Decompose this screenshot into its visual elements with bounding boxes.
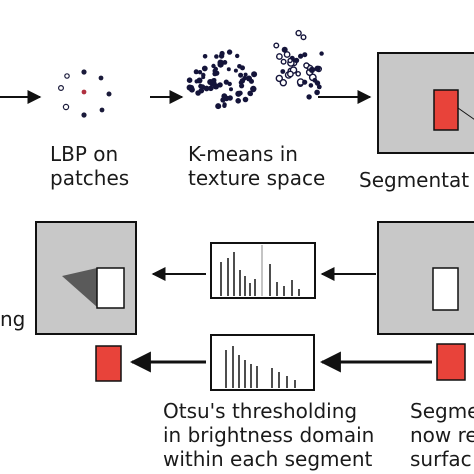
- scatter-point: [226, 49, 233, 55]
- scatter-point: [210, 79, 217, 87]
- scatter-point: [279, 78, 287, 87]
- scatter-point: [202, 54, 208, 59]
- histogram-bars-row2: [220, 252, 300, 296]
- label-line: Otsu's thresholding: [163, 399, 358, 423]
- scatter-point: [302, 52, 308, 58]
- scatter-point: [221, 93, 228, 100]
- scatter-point: [197, 70, 203, 75]
- label-line: texture space: [188, 166, 326, 190]
- scatter-point: [227, 81, 232, 87]
- label-line: within each segment: [163, 447, 373, 471]
- scatter-point: [235, 98, 241, 104]
- scatter-point: [295, 29, 302, 37]
- scatter-point: [250, 85, 257, 93]
- scatter-point: [316, 84, 322, 90]
- scatter-point: [293, 57, 300, 64]
- label-segmentation: Segmentat: [359, 168, 474, 192]
- scatter-point: [189, 86, 195, 93]
- surface-white-segment: [432, 267, 459, 311]
- scatter-point: [196, 77, 203, 84]
- scatter-point: [233, 68, 238, 73]
- scatter-point: [237, 90, 243, 96]
- scatter-point: [287, 57, 293, 64]
- scatter-point: [248, 91, 253, 97]
- scatter-point: [201, 65, 208, 72]
- output-white-segment: [96, 267, 125, 309]
- scatter-point: [239, 83, 245, 89]
- scatter-point: [286, 70, 294, 78]
- scatter-point: [238, 72, 244, 78]
- label-line: in brightness domain: [163, 423, 375, 447]
- scatter-point: [275, 53, 283, 60]
- scatter-point: [280, 58, 287, 65]
- scatter-point: [222, 60, 228, 65]
- scatter-point: [198, 87, 205, 94]
- scatter-point: [214, 54, 219, 59]
- histogram-frame-row3: [210, 334, 315, 391]
- scatter-point: [242, 96, 249, 103]
- label-line: patches: [50, 166, 130, 190]
- scatter-point: [213, 66, 218, 72]
- label-line: now re: [410, 423, 474, 447]
- scatter-point: [247, 76, 252, 81]
- scatter-point: [281, 46, 288, 53]
- scatter-point: [193, 69, 199, 75]
- scatter-point: [306, 94, 312, 100]
- surface-panel: [377, 221, 474, 335]
- label-line: Segmentat: [359, 168, 470, 192]
- lbp-patch-dots: [57, 69, 112, 118]
- scatter-point: [314, 65, 321, 72]
- scatter-point: [280, 69, 286, 74]
- scatter-point: [308, 83, 314, 88]
- label-line: LBP on: [50, 142, 119, 166]
- scatter-point: [308, 66, 316, 73]
- segmentation-red-segment: [433, 89, 459, 131]
- scatter-point: [212, 71, 218, 77]
- label-otsu: Otsu's thresholding in brightness domain…: [163, 399, 374, 471]
- label-kmeans: K-means in texture space: [188, 142, 325, 190]
- scatter-point: [283, 51, 291, 58]
- scatter-point: [235, 53, 240, 59]
- scatter-point: [302, 79, 308, 85]
- histogram-bars-row3: [225, 346, 296, 388]
- red-segment-output: [95, 345, 122, 382]
- scatter-point: [211, 63, 216, 69]
- scatter-point: [312, 77, 318, 83]
- label-line: Segme: [410, 399, 474, 423]
- scatter-point: [186, 77, 193, 83]
- scatter-point: [226, 67, 231, 72]
- label-line: ng: [0, 307, 26, 331]
- label-segment-right: Segme now re surfac: [410, 399, 474, 471]
- label-left-cut: ng: [0, 307, 25, 331]
- scatter-point: [222, 103, 227, 109]
- scatter-point: [240, 65, 245, 71]
- scatter-point: [243, 72, 248, 77]
- label-lbp-on-patches: LBP on patches: [50, 142, 129, 190]
- scatter-point: [219, 50, 225, 57]
- scatter-point: [201, 75, 206, 80]
- segmentation-panel: [377, 52, 474, 154]
- scatter-point: [314, 89, 320, 96]
- scatter-point: [239, 78, 246, 84]
- scatter-point: [275, 74, 283, 83]
- segmentation-pointer-line: [457, 107, 474, 120]
- scatter-point: [251, 71, 258, 78]
- red-segment-input: [436, 343, 466, 381]
- scatter-point: [298, 53, 304, 59]
- kmeans-texture-scatter: [186, 29, 324, 110]
- label-line: surfac: [410, 447, 472, 471]
- scatter-point: [295, 71, 302, 77]
- scatter-point: [319, 51, 324, 56]
- scatter-point: [215, 103, 222, 110]
- scatter-point: [217, 82, 223, 88]
- output-shadow-region: [62, 268, 97, 307]
- scatter-point: [229, 87, 233, 92]
- label-line: K-means in: [188, 142, 298, 166]
- scatter-point: [300, 34, 307, 41]
- scatter-point: [217, 59, 224, 66]
- scatter-point: [208, 85, 214, 92]
- scatter-point: [273, 42, 280, 49]
